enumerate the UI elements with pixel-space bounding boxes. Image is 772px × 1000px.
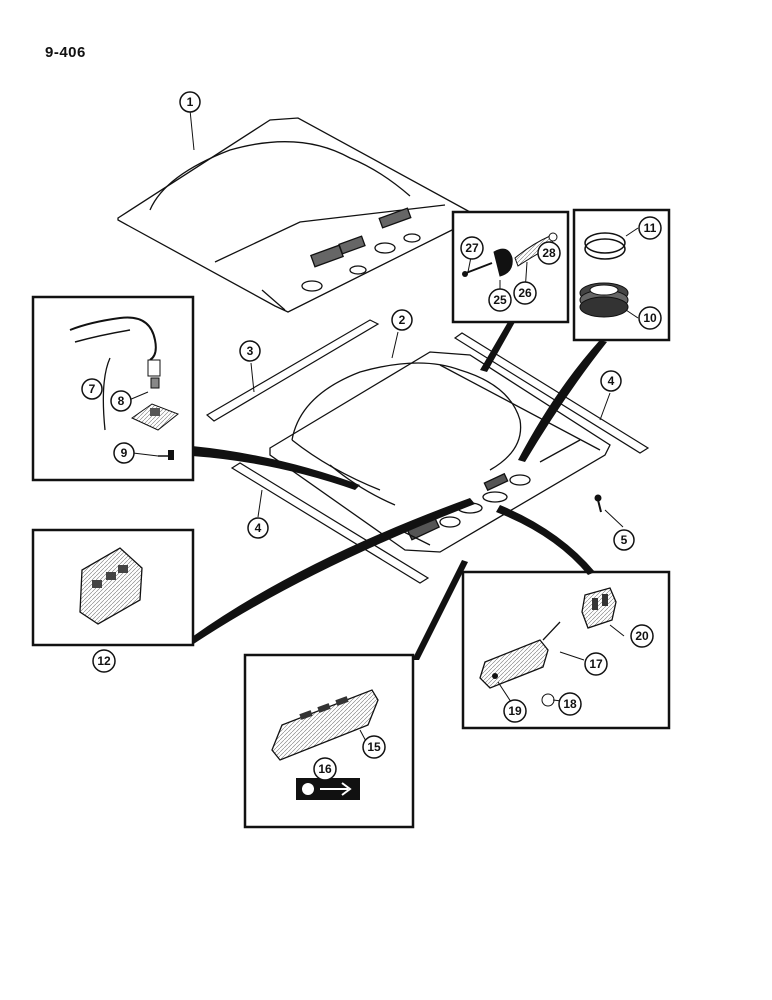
svg-text:18: 18: [563, 697, 577, 711]
callout-26: 26: [513, 281, 537, 305]
svg-text:4: 4: [608, 374, 615, 388]
callout-18: 18: [558, 692, 582, 716]
inset-harness: [31, 295, 195, 482]
page-number: 9-406: [45, 44, 86, 61]
svg-text:1: 1: [187, 95, 194, 109]
inset-dome-lamp: [461, 570, 671, 730]
callout-19: 19: [503, 699, 527, 723]
callout-9: 9: [113, 442, 135, 464]
svg-text:20: 20: [635, 629, 649, 643]
svg-text:15: 15: [367, 740, 381, 754]
trim-strip-4-right: [453, 332, 650, 454]
callout-16: 16: [313, 757, 337, 781]
callout-1: 1: [179, 91, 201, 113]
callout-12: 12: [92, 649, 116, 673]
svg-text:8: 8: [118, 394, 125, 408]
svg-text:28: 28: [542, 246, 556, 260]
svg-text:4: 4: [255, 521, 262, 535]
callout-17: 17: [584, 652, 608, 676]
svg-text:7: 7: [89, 382, 96, 396]
callout-20: 20: [630, 624, 654, 648]
roof-panel-upper: [117, 117, 471, 313]
svg-text:19: 19: [508, 704, 522, 718]
callout-5: 5: [613, 529, 635, 551]
svg-text:10: 10: [643, 311, 657, 325]
callout-2: 2: [391, 309, 413, 331]
callout-4-left: 4: [247, 517, 269, 539]
svg-text:25: 25: [493, 293, 507, 307]
callout-8: 8: [110, 390, 132, 412]
svg-text:5: 5: [621, 533, 628, 547]
callout-15: 15: [362, 735, 386, 759]
callout-10: 10: [638, 306, 662, 330]
trim-strip-3: [205, 319, 380, 422]
screw-5: [594, 494, 602, 513]
svg-text:2: 2: [399, 313, 406, 327]
svg-text:16: 16: [318, 762, 332, 776]
callout-7: 7: [81, 378, 103, 400]
inset-connector: [451, 210, 570, 324]
inset-pointers: [192, 322, 607, 660]
callout-28: 28: [537, 241, 561, 265]
svg-text:27: 27: [465, 241, 479, 255]
roof-assembly: [269, 351, 611, 553]
svg-text:12: 12: [97, 654, 111, 668]
svg-text:17: 17: [589, 657, 603, 671]
callout-3: 3: [239, 340, 261, 362]
callout-11: 11: [638, 216, 662, 240]
inset-panel-lamp: [243, 653, 415, 829]
svg-text:9: 9: [121, 446, 128, 460]
svg-text:3: 3: [247, 344, 254, 358]
svg-text:26: 26: [518, 286, 532, 300]
callout-4-right: 4: [600, 370, 622, 392]
callout-27: 27: [460, 236, 484, 260]
inset-switch: [31, 528, 195, 647]
svg-text:11: 11: [644, 221, 657, 235]
callout-25: 25: [488, 288, 512, 312]
